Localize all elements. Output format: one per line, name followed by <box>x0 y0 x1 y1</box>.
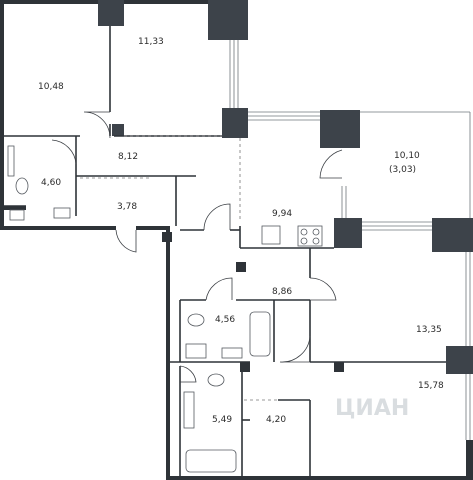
wall-top-1 <box>0 0 100 4</box>
room-6-area: 10,10 <box>394 151 420 161</box>
wall-bottom-left-2 <box>136 226 166 230</box>
pillar-8 <box>112 124 124 136</box>
toilet-icon-3 <box>207 373 225 387</box>
room-labels: 10,48 11,33 8,12 4,60 3,78 10,10 (3,03) … <box>38 37 444 425</box>
bathtub-icon <box>249 311 271 357</box>
room-11-area: 5,49 <box>212 415 232 425</box>
room-4-area: 4,60 <box>41 178 61 188</box>
doors <box>51 111 343 383</box>
pillar-3 <box>222 108 248 138</box>
washer-icon <box>221 347 243 359</box>
door-5 <box>319 149 343 179</box>
door-1 <box>83 111 111 139</box>
room-2-area: 11,33 <box>138 37 164 47</box>
door-9 <box>179 365 197 383</box>
door-2 <box>51 139 77 165</box>
zone-lines <box>80 135 278 401</box>
shaft-2 <box>162 232 172 242</box>
door-7 <box>309 277 337 301</box>
pillar-7 <box>446 346 473 374</box>
door-4 <box>203 203 231 231</box>
pillar-6 <box>432 218 473 252</box>
room-1-area: 10,48 <box>38 82 64 92</box>
wall-top-2 <box>120 0 210 4</box>
wall-right-lower <box>466 440 473 480</box>
pillar-4 <box>320 110 360 148</box>
room-5-area: 3,78 <box>117 202 137 212</box>
room-7-area: 9,94 <box>272 209 292 219</box>
room-13-area: 15,78 <box>418 381 444 391</box>
room-8-area: 8,86 <box>272 287 292 297</box>
shaft-4 <box>240 362 250 372</box>
wall-bottom <box>166 476 473 480</box>
wall-bottom-left <box>0 226 116 230</box>
sink-kitchen-icon <box>261 225 281 245</box>
room-9-area: 4,56 <box>215 315 235 325</box>
door-8 <box>279 335 311 363</box>
room-6-sub: (3,03) <box>389 165 416 175</box>
watermark: ЦИАН <box>335 396 409 421</box>
cabinet-icon <box>9 209 25 221</box>
windows <box>229 40 471 440</box>
pillar-5 <box>334 218 362 248</box>
bathtub-icon-2 <box>185 449 237 473</box>
shelf-icon <box>183 391 195 429</box>
door-6 <box>205 277 233 301</box>
room-10-area: 13,35 <box>416 325 442 335</box>
toilet-icon-2 <box>187 313 205 327</box>
shaft-1 <box>236 262 246 272</box>
pillars <box>98 0 473 374</box>
wall-wc <box>4 206 26 210</box>
toilet-icon <box>15 177 29 195</box>
room-3-area: 8,12 <box>118 152 138 162</box>
wall-left-top <box>0 0 4 230</box>
door-3 <box>115 229 137 253</box>
pillar-2 <box>208 0 248 40</box>
sink-icon-2 <box>185 343 207 359</box>
shaft-3 <box>334 362 344 372</box>
sink-icon <box>53 207 71 219</box>
room-12-area: 4,20 <box>266 415 286 425</box>
fixtures <box>7 145 323 473</box>
interior-walls <box>4 26 446 476</box>
pillar-1 <box>98 0 124 26</box>
shower-wall <box>7 145 15 177</box>
wall-left-lower <box>166 226 170 480</box>
